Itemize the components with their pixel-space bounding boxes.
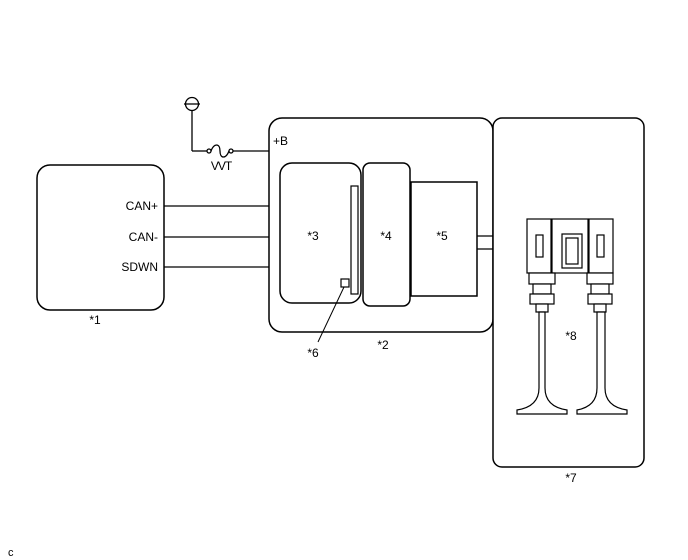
sensor-pointer-line (317, 286, 345, 343)
signal-label-can-minus: CAN- (129, 230, 158, 244)
signal-wires (164, 205, 280, 268)
valve-right-icon (576, 272, 628, 415)
controller-block (279, 162, 362, 304)
valve-mechanism-box (492, 117, 645, 468)
fuse-icon (206, 144, 234, 158)
corner-mark: c (8, 547, 14, 559)
ref-label-6: *6 (307, 346, 319, 360)
ref-label-5: *5 (436, 229, 448, 243)
signal-label-sdwn: SDWN (121, 260, 158, 274)
ref-label-8: *8 (565, 329, 577, 343)
rocker-arm-assembly (526, 218, 614, 274)
sensor-element (340, 278, 350, 288)
battery-icon (184, 96, 200, 151)
power-label: +B (273, 134, 288, 148)
ref-label-2: *2 (377, 338, 389, 352)
motor-block (362, 162, 411, 307)
ref-label-1: *1 (89, 313, 101, 327)
fuse-label: VVT (211, 159, 233, 173)
ref-label-7: *7 (565, 471, 577, 485)
ref-label-3: *3 (307, 229, 319, 243)
gear-block (410, 181, 478, 297)
valve-left-icon (516, 272, 568, 415)
ref-label-4: *4 (380, 229, 392, 243)
controller-plate (350, 185, 359, 295)
signal-label-can-plus: CAN+ (126, 199, 158, 213)
